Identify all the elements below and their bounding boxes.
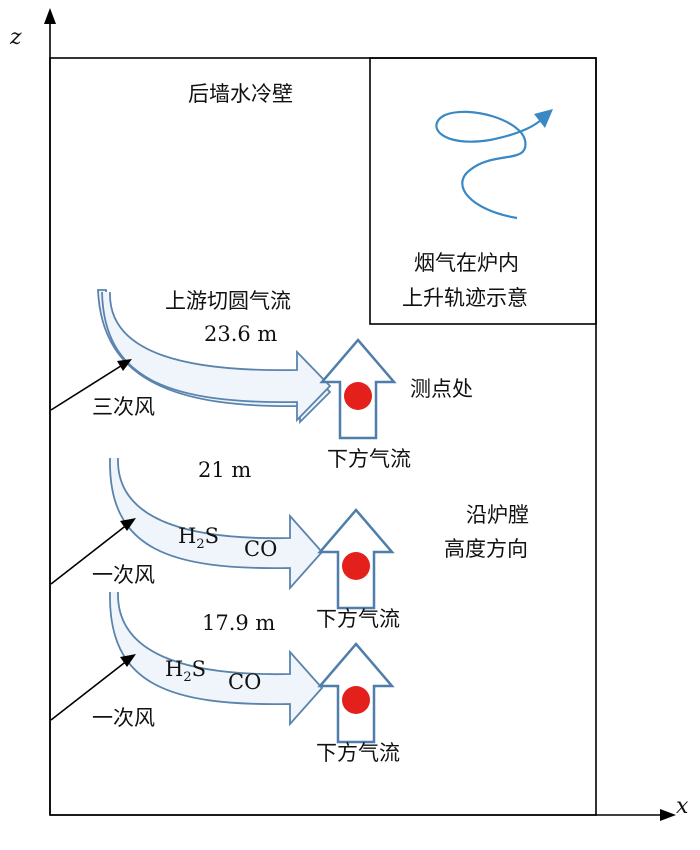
upper-measure-arrow xyxy=(320,338,396,440)
lower-swirl-band xyxy=(109,591,324,727)
inset-caption-line2: 上升轨迹示意 xyxy=(402,286,528,310)
x-axis-label: x xyxy=(676,794,689,819)
inset-caption-line1: 烟气在炉内 xyxy=(414,251,519,275)
upper-wind-label: 三次风 xyxy=(92,395,155,419)
lower-wind-label: 一次风 xyxy=(92,706,155,730)
middle-wind-label: 一次风 xyxy=(92,563,155,587)
furnace-dir-line1: 沿炉膛 xyxy=(466,503,529,527)
middle-flow-label: 下方气流 xyxy=(316,607,400,631)
middle-measure-arrow xyxy=(318,508,394,610)
measure-point-label: 测点处 xyxy=(410,377,473,401)
middle-height-label: 21 m xyxy=(198,458,251,482)
furnace-dir-line2: 高度方向 xyxy=(444,537,528,561)
upper-flow-label: 下方气流 xyxy=(327,447,411,471)
middle-gas-h2s: H2S xyxy=(178,524,219,552)
middle-wind-pointer-head xyxy=(120,518,136,531)
lower-gas-h2s: H2S xyxy=(165,657,206,685)
trajectory-arrowhead xyxy=(534,109,553,128)
upper-swirl-label: 上游切圆气流 xyxy=(165,289,291,313)
lower-wind-pointer xyxy=(50,659,129,721)
upper-height-label: 23.6 m xyxy=(204,322,277,346)
upper-wind-pointer xyxy=(50,363,125,411)
lower-flow-label: 下方气流 xyxy=(316,741,400,765)
z-axis-label: z xyxy=(9,25,22,50)
middle-swirl-band xyxy=(109,457,324,591)
lower-measure-arrow xyxy=(318,642,394,744)
lower-height-label: 17.9 m xyxy=(202,611,275,635)
upper-wind-pointer-head xyxy=(117,359,132,371)
z-axis-arrowhead xyxy=(44,8,56,24)
lower-wind-pointer-head xyxy=(120,654,136,667)
trajectory-inset-box xyxy=(369,57,597,325)
middle-wind-pointer xyxy=(50,523,129,585)
flue-gas-trajectory xyxy=(435,110,547,220)
middle-gas-co: CO xyxy=(244,537,277,561)
furnace-wall-frame xyxy=(49,57,597,816)
x-axis-arrowhead xyxy=(660,809,676,821)
back-wall-label: 后墙水冷壁 xyxy=(188,82,293,106)
lower-gas-co: CO xyxy=(228,670,261,694)
